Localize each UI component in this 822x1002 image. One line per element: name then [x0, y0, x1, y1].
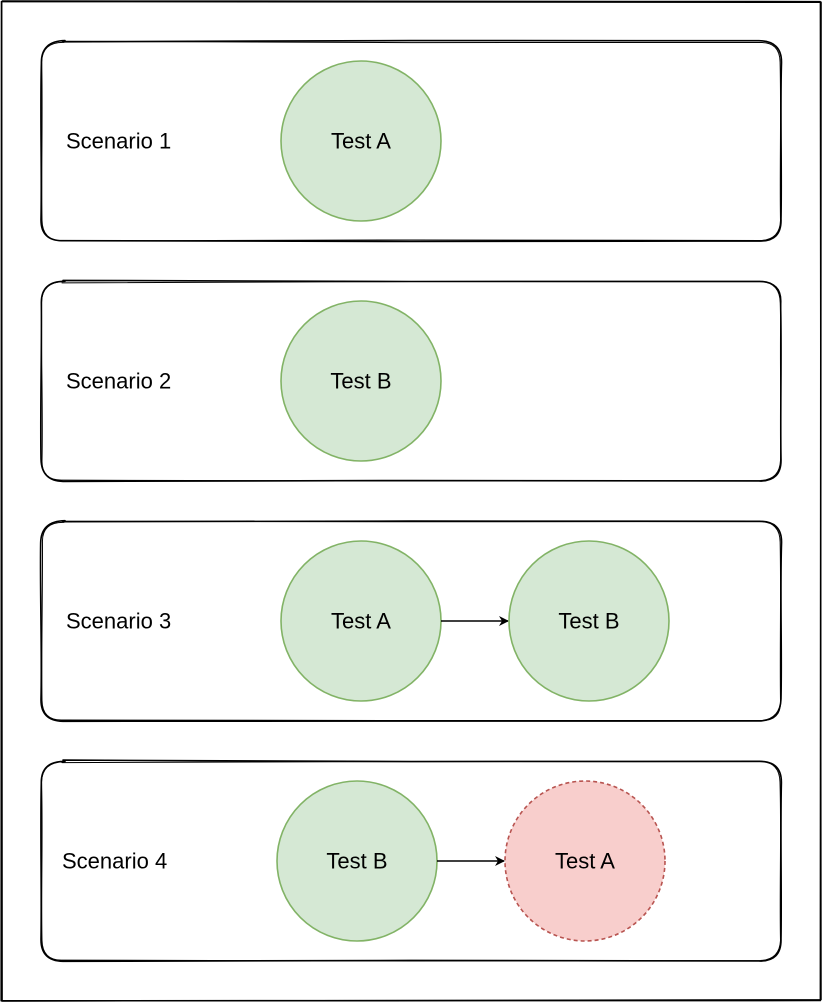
test-node: Test A: [280, 540, 442, 702]
scenario-panel-1: Scenario 1 Test A: [40, 39, 783, 243]
test-node: Test A: [280, 60, 442, 222]
test-node: Test B: [276, 780, 438, 942]
test-node-label: Test A: [331, 609, 391, 634]
test-node: Test B: [508, 540, 670, 702]
test-node-label: Test B: [558, 609, 619, 634]
test-node-label: Test A: [331, 129, 391, 154]
scenario-panel-2: Scenario 2 Test B: [39, 279, 782, 483]
test-node-label: Test B: [326, 849, 387, 874]
test-node-circle: [504, 780, 666, 942]
scenario-label: Scenario 1: [66, 129, 171, 154]
test-node-circle: [508, 540, 670, 702]
test-node-label: Test B: [330, 369, 391, 394]
scenario-label: Scenario 4: [62, 849, 167, 874]
test-node: Test B: [280, 300, 442, 462]
test-node-circle: [280, 300, 442, 462]
scenario-label: Scenario 3: [66, 609, 171, 634]
scenario-panel-3: Scenario 3 Test A Test B: [39, 519, 783, 723]
scenario-label: Scenario 2: [66, 369, 171, 394]
test-node-failed: Test A: [504, 780, 666, 942]
test-node-circle: [280, 60, 442, 222]
scenario-panel-4: Scenario 4 Test B Test A: [40, 759, 783, 963]
test-node-label: Test A: [555, 849, 615, 874]
